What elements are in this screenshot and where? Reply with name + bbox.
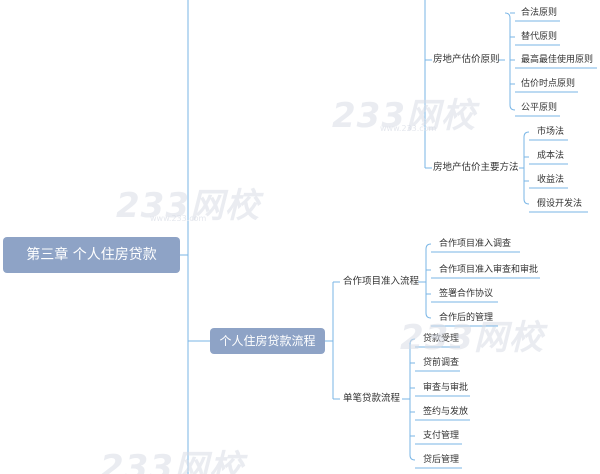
leaf-label: 审查与审批 [423,383,469,393]
cooperation-item-4[interactable]: 合作后的管理 [435,309,497,327]
leaf-label: 成本法 [537,151,565,161]
leaf-label: 收益法 [537,175,565,185]
principle-item-2[interactable]: 替代原则 [517,28,561,46]
watermark-logo: 233网校 [400,318,544,358]
cooperation-node[interactable]: 合作项目准入流程 [340,273,422,291]
cooperation-label: 合作项目准入流程 [343,276,420,287]
root-node[interactable]: 第三章 个人住房贷款 [3,237,180,273]
principle-item-1[interactable]: 合法原则 [517,4,561,22]
principles-node[interactable]: 房地产估价原则 [430,51,503,69]
leaf-label: 贷款受理 [423,334,460,344]
leaf-label: 最高最佳使用原则 [521,55,594,65]
principles-label: 房地产估价原则 [433,54,500,65]
single-item-3[interactable]: 审查与审批 [419,379,472,397]
watermark-logo: 233网校 [116,186,260,226]
method-item-4[interactable]: 假设开发法 [533,195,586,213]
leaf-label: 合作后的管理 [439,313,494,323]
single-item-4[interactable]: 签约与发放 [419,403,472,421]
process-node[interactable]: 个人住房贷款流程 [210,328,325,354]
principle-item-3[interactable]: 最高最佳使用原则 [517,51,597,69]
leaf-label: 签约与发放 [423,407,469,417]
cooperation-item-1[interactable]: 合作项目准入调查 [435,235,515,253]
leaf-label: 合法原则 [521,8,558,18]
methods-label: 房地产估价主要方法 [433,162,519,173]
watermark-logo: 233网校 [332,96,476,136]
leaf-label: 贷前调查 [423,358,460,368]
cooperation-bracket [425,243,432,319]
cooperation-item-3[interactable]: 签署合作协议 [435,285,497,303]
single-loan-label: 单笔贷款流程 [343,393,401,404]
root-label: 第三章 个人住房贷款 [26,247,157,263]
leaf-label: 合作项目准入审查和审批 [439,265,539,275]
leaf-label: 公平原则 [521,103,558,113]
leaf-label: 支付管理 [423,431,460,441]
leaf-label: 签署合作协议 [439,289,494,299]
leaf-label: 估价时点原则 [521,79,576,89]
method-item-2[interactable]: 成本法 [533,147,568,165]
cooperation-item-2[interactable]: 合作项目准入审查和审批 [435,261,542,279]
single-bracket [409,338,416,461]
principle-item-4[interactable]: 估价时点原则 [517,75,579,93]
principle-item-5[interactable]: 公平原则 [517,99,561,117]
methods-bracket [523,131,530,205]
leaf-label: 贷后管理 [423,455,460,465]
leaf-label: 市场法 [537,127,565,137]
method-item-1[interactable]: 市场法 [533,123,568,141]
leaf-label: 合作项目准入调查 [439,239,512,249]
process-label: 个人住房贷款流程 [219,334,316,348]
methods-node[interactable]: 房地产估价主要方法 [430,159,522,177]
single-item-2[interactable]: 贷前调查 [419,354,463,372]
watermark-url: www.233.com [380,124,437,133]
leaf-label: 替代原则 [521,32,558,42]
single-item-6[interactable]: 贷后管理 [419,451,463,469]
method-item-3[interactable]: 收益法 [533,171,568,189]
watermark-url: www.233.com [150,214,207,223]
watermark-logo: 233网校 [100,448,244,474]
principles-bracket [504,12,516,111]
single-loan-node[interactable]: 单笔贷款流程 [340,390,403,408]
single-item-5[interactable]: 支付管理 [419,427,463,445]
leaf-label: 假设开发法 [537,199,583,209]
single-item-1[interactable]: 贷款受理 [419,330,463,348]
